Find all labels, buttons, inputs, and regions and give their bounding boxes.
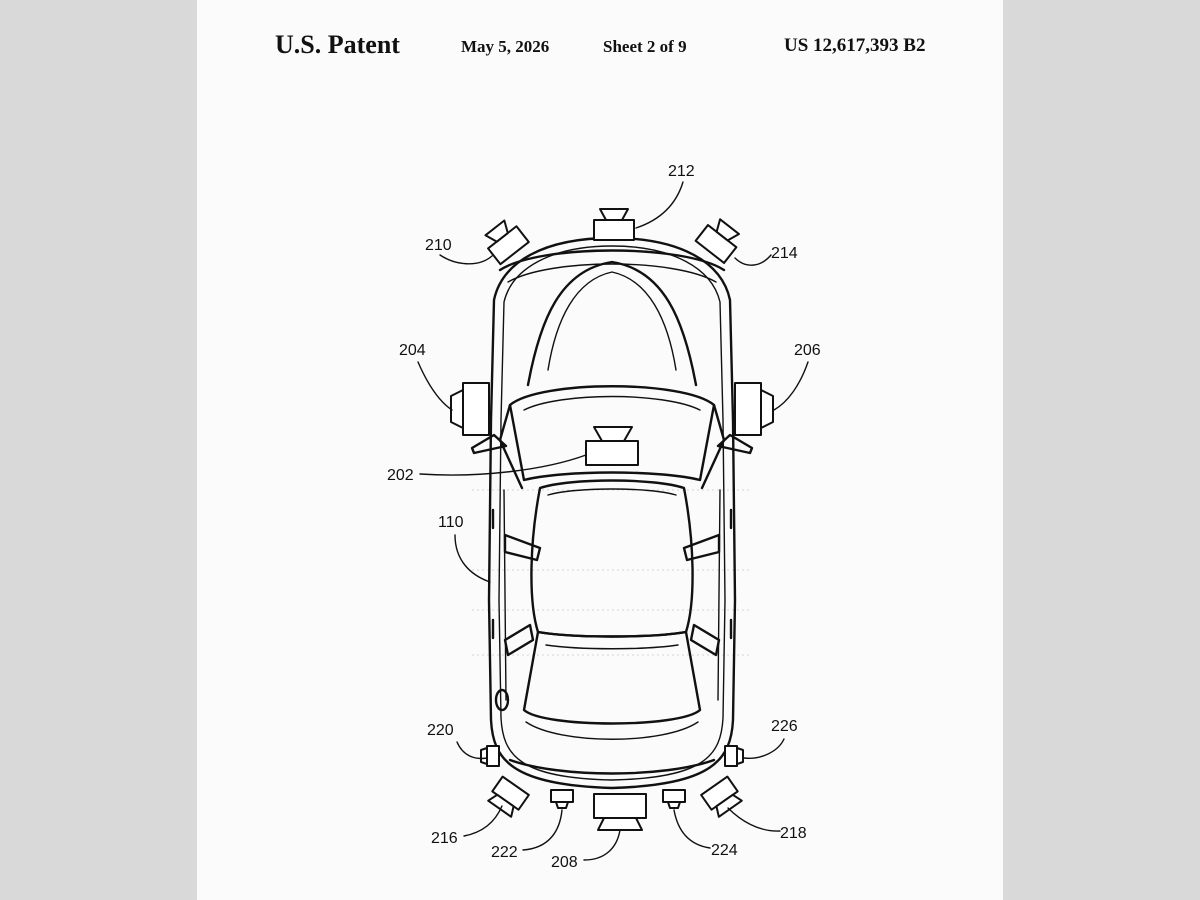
vehicle-body [470,236,754,790]
label-210: 210 [425,237,452,254]
sheet-number: Sheet 2 of 9 [603,37,687,56]
label-220: 220 [427,722,454,739]
right-side-camera-icon [734,382,774,436]
front-left-camera-icon [484,219,530,266]
label-204: 204 [399,342,426,359]
label-216: 216 [431,830,458,847]
left-side-camera-icon [450,382,490,436]
label-208: 208 [551,854,578,871]
label-110: 110 [438,514,464,531]
label-206: 206 [794,342,821,359]
faint-guides [472,489,752,656]
label-214: 214 [771,245,798,262]
front-camera-icon [593,208,635,241]
rear-right-lower-camera-icon [662,789,686,809]
label-202: 202 [387,467,414,484]
front-right-camera-icon [694,218,741,264]
leader-lines [417,181,809,861]
rear-camera-icon [593,793,647,831]
rear-right-side-camera-icon [724,745,744,767]
patent-date: May 5, 2026 [461,37,550,56]
interior-camera-icon [585,426,639,466]
rear-left-corner-camera-icon [487,775,530,818]
label-226: 226 [771,718,798,735]
label-224: 224 [711,842,738,859]
label-218: 218 [780,825,807,842]
rear-left-lower-camera-icon [550,789,574,809]
rear-left-side-camera-icon [480,745,500,767]
rear-right-corner-camera-icon [700,775,743,818]
patent-title: U.S. Patent [275,30,400,59]
patent-number: US 12,617,393 B2 [784,35,926,56]
label-212: 212 [668,163,695,180]
reference-numerals: 212 210 214 204 206 202 110 220 226 216 … [387,163,821,871]
label-222: 222 [491,844,518,861]
